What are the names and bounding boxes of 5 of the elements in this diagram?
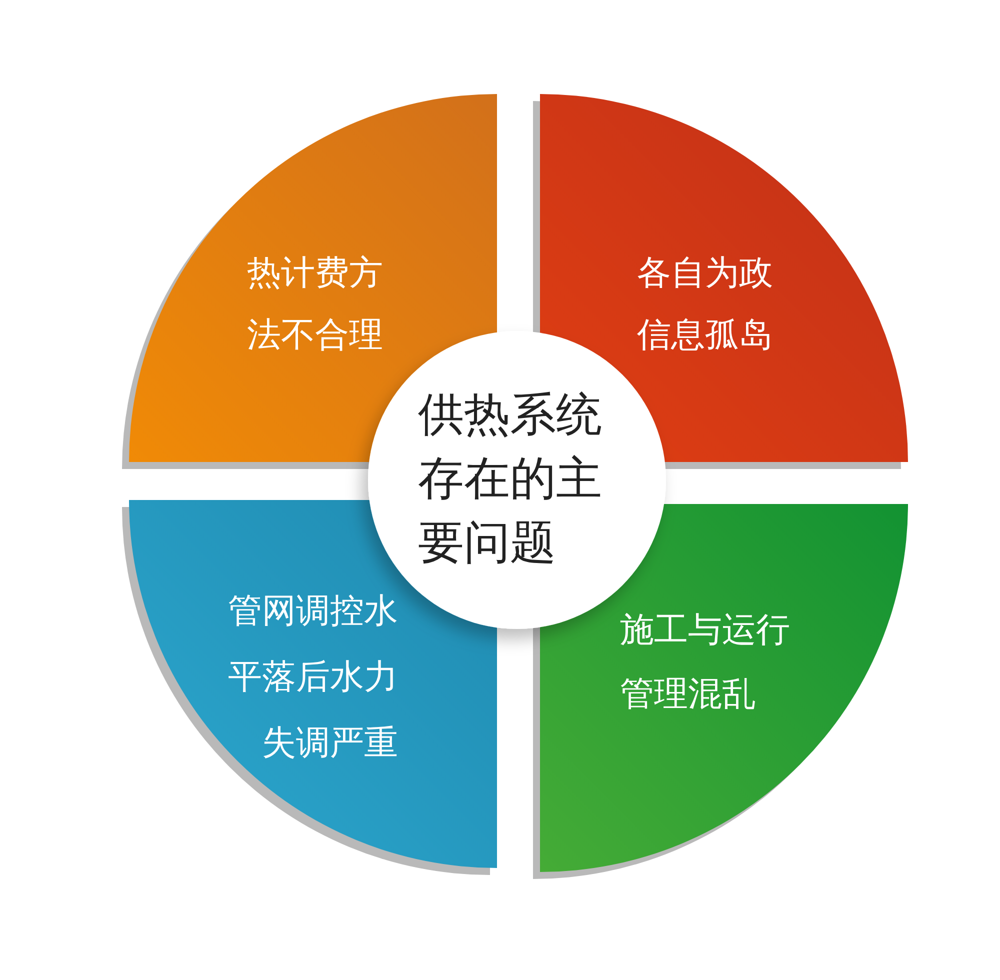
quadrant-label: 施工与运行管理混乱: [620, 609, 791, 716]
quadrant-label: 管网调控水平落后水力失调严重: [227, 590, 398, 765]
quadrant-label: 热计费方法不合理: [247, 252, 384, 357]
quadrant-label: 各自为政信息孤岛: [637, 252, 774, 357]
center-title: 供热系统存在的主要问题: [418, 386, 603, 571]
